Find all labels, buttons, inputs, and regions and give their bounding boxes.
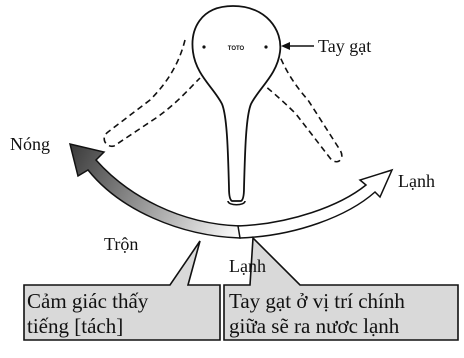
label-cold-bottom: Lạnh xyxy=(229,256,266,276)
lever-handle[interactable]: TOTO xyxy=(191,5,282,202)
callout-click-line1: Cảm giác thấy xyxy=(27,289,149,313)
screw-dot-left xyxy=(202,45,206,49)
callout-click-text: Cảm giác thấy tiếng [tách] xyxy=(27,289,148,339)
label-handle: Tay gạt xyxy=(318,36,372,56)
callout-click xyxy=(23,240,221,341)
callout-cold-text: Tay gạt ở vị trí chính giữa sẽ ra nươc l… xyxy=(229,289,405,339)
screw-dot-right xyxy=(264,45,268,49)
label-cold-right: Lạnh xyxy=(398,171,435,191)
callout-cold-center xyxy=(223,236,459,341)
label-mix: Trộn xyxy=(104,234,139,254)
lever-base xyxy=(227,200,246,206)
callout-cold-line2: giữa sẽ ra nươc lạnh xyxy=(229,314,400,338)
handle-pointer xyxy=(281,42,314,50)
callout-click-line2: tiếng [tách] xyxy=(27,314,124,338)
hot-arrow xyxy=(68,142,241,239)
lever-right-position xyxy=(257,39,343,163)
lever-left-position xyxy=(103,39,201,148)
callout-cold-line1: Tay gạt ở vị trí chính xyxy=(229,289,405,313)
handle-logo: TOTO xyxy=(228,46,245,52)
label-hot: Nóng xyxy=(10,134,50,154)
cold-arrow xyxy=(237,168,394,239)
